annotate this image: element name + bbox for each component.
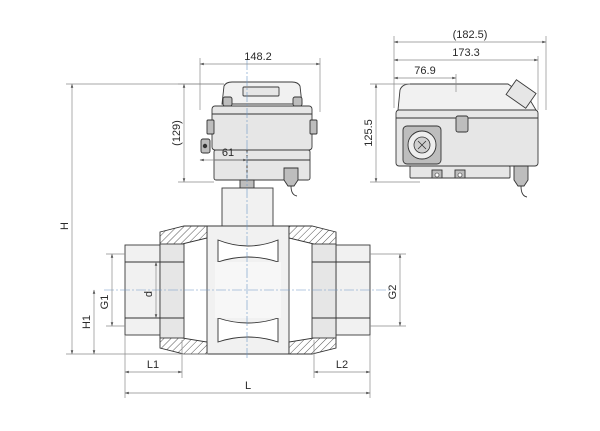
dim-center-height: H1 [81,315,93,329]
dim-width-top: 148.2 [244,51,272,63]
dim-thread-left: G1 [99,295,111,310]
dim-height-actuator: (129) [171,120,183,146]
dim-left-length: L1 [147,359,159,371]
dim-stem-offset: 61 [222,147,234,159]
dimension-labels: 148.2 (129) 61 H (182.5) 173.3 76.9 125.… [59,29,487,392]
dim-side-partial: 76.9 [414,65,435,77]
dim-overall-height: H [59,222,71,230]
actuator-front-view [200,81,318,197]
dim-thread-right: G2 [387,285,399,300]
dim-overall-length: L [245,380,251,392]
dim-side-height: 125.5 [363,119,375,147]
dim-bore: d [143,291,155,297]
dimension-lines [66,36,547,398]
dim-side-width-overall: (182.5) [453,29,488,41]
actuator-side-view [395,79,539,198]
dim-right-length: L2 [336,359,348,371]
dim-side-width: 173.3 [452,47,480,59]
valve-body-front-view [104,60,390,360]
